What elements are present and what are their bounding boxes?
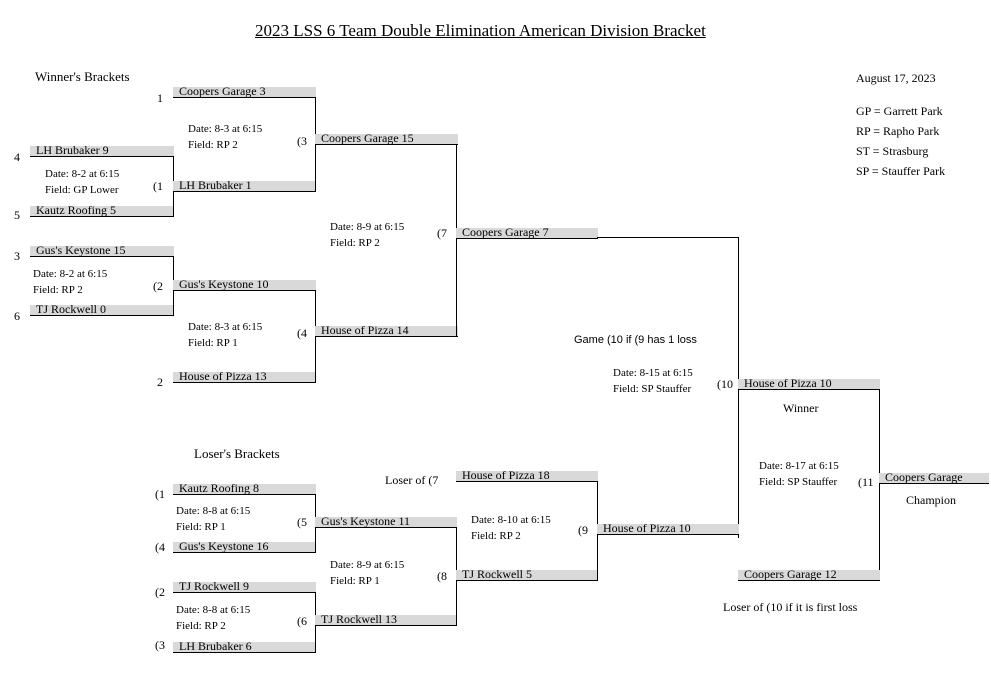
game10-note: Game (10 if (9 has 1 loss [574, 334, 697, 346]
game-date: Date: 8-17 at 6:15 [759, 460, 839, 472]
losers-header: Loser's Brackets [194, 446, 280, 461]
team-slot-g4-bottom: House of Pizza 13 [173, 370, 316, 383]
seed-number: 4 [14, 150, 20, 164]
game-date: Date: 8-3 at 6:15 [188, 123, 263, 135]
legend-item: RP = Rapho Park [856, 124, 940, 138]
game-field: Field: RP 2 [33, 284, 83, 296]
game-field: Field: RP 1 [188, 337, 238, 349]
winner-label: Winner [783, 401, 819, 415]
game-number: (7 [437, 226, 447, 240]
game-number: (9 [578, 523, 588, 537]
team-slot-l3: LH Brubaker 6 [173, 640, 316, 653]
team-slot-g9: House of Pizza 10 [597, 522, 739, 535]
team-slot-g7-bottom: House of Pizza 14 [315, 324, 458, 337]
game-number: (2 [153, 279, 163, 293]
game-date: Date: 8-8 at 6:15 [176, 604, 251, 616]
game-field: Field: RP 1 [176, 521, 226, 533]
game-number: (2 [155, 585, 165, 599]
game-field: Field: RP 1 [330, 575, 380, 587]
team-slot-g3-top: Coopers Garage 3 [173, 85, 316, 98]
game-date: Date: 8-15 at 6:15 [613, 367, 693, 379]
team-slot-g5: Gus's Keystone 11 [315, 515, 457, 528]
seed-number: 6 [14, 309, 20, 323]
game-date: Date: 8-10 at 6:15 [471, 514, 551, 526]
team-slot-g11-bottom: Coopers Garage 12 [738, 568, 880, 581]
seed-number: 2 [157, 375, 163, 389]
game-number: (3 [155, 638, 165, 652]
game-number: (3 [297, 134, 307, 148]
game-field: Field: GP Lower [45, 184, 119, 196]
game-number: (4 [155, 540, 165, 554]
bracket-line [879, 389, 880, 581]
team-slot-g7-top: Coopers Garage 15 [315, 132, 458, 145]
team-slot-g1-top: LH Brubaker 9 [30, 144, 174, 157]
team-slot-g6: TJ Rockwell 13 [315, 613, 457, 626]
game-number: (1 [153, 179, 163, 193]
winners-header: Winner's Brackets [35, 69, 130, 84]
loser-of-7-label: Loser of (7 [385, 473, 439, 487]
game-field: Field: RP 2 [176, 620, 226, 632]
legend-item: ST = Strasburg [856, 144, 929, 158]
seed-number: 5 [14, 208, 20, 222]
game-date: Date: 8-2 at 6:15 [33, 268, 108, 280]
game-date: Date: 8-9 at 6:15 [330, 559, 405, 571]
game-date: Date: 8-2 at 6:15 [45, 168, 120, 180]
game-date: Date: 8-9 at 6:15 [330, 221, 405, 233]
bracket-line [456, 144, 457, 337]
seed-number: 1 [157, 91, 163, 105]
bracket-date: August 17, 2023 [856, 71, 936, 85]
team-slot-g3-bottom: LH Brubaker 1 [173, 179, 316, 192]
loser10-note: Loser of (10 if it is first loss [723, 600, 858, 614]
game-number: (10 [717, 377, 733, 391]
team-slot-g7-winner: Coopers Garage 7 [456, 226, 598, 239]
champion-slot: Coopers Garage [879, 471, 989, 484]
game-field: Field: SP Stauffer [613, 383, 692, 395]
team-slot-l4: Gus's Keystone 16 [173, 540, 316, 553]
seed-number: 3 [14, 249, 20, 263]
team-slot-g10-winner: House of Pizza 10 [738, 377, 880, 390]
team-slot-g2-top: Gus's Keystone 15 [30, 244, 174, 257]
legend-item: GP = Garrett Park [856, 104, 943, 118]
game-date: Date: 8-8 at 6:15 [176, 505, 251, 517]
team-slot-g4-top: Gus's Keystone 10 [173, 278, 316, 291]
team-slot-g1-bottom: Kautz Roofing 5 [30, 204, 174, 217]
game-date: Date: 8-3 at 6:15 [188, 321, 263, 333]
game-number: (4 [297, 326, 307, 340]
game-number: (8 [437, 569, 447, 583]
game-number: (5 [297, 515, 307, 529]
champion-label: Champion [906, 493, 956, 507]
bracket-line [597, 237, 739, 238]
game-number: (1 [155, 487, 165, 501]
team-slot-l2: TJ Rockwell 9 [173, 580, 316, 593]
game-number: (11 [858, 475, 874, 489]
team-slot-l1: Kautz Roofing 8 [173, 482, 316, 495]
game-field: Field: RP 2 [471, 530, 521, 542]
legend-item: SP = Stauffer Park [856, 164, 946, 178]
bracket-title: 2023 LSS 6 Team Double Elimination Ameri… [255, 21, 706, 40]
team-slot-loser7: House of Pizza 18 [456, 469, 598, 482]
game-field: Field: RP 2 [330, 237, 380, 249]
game-field: Field: SP Stauffer [759, 476, 838, 488]
team-slot-g2-bottom: TJ Rockwell 0 [30, 303, 174, 316]
game-field: Field: RP 2 [188, 139, 238, 151]
team-slot-g8: TJ Rockwell 5 [456, 568, 598, 581]
game-number: (6 [297, 614, 307, 628]
